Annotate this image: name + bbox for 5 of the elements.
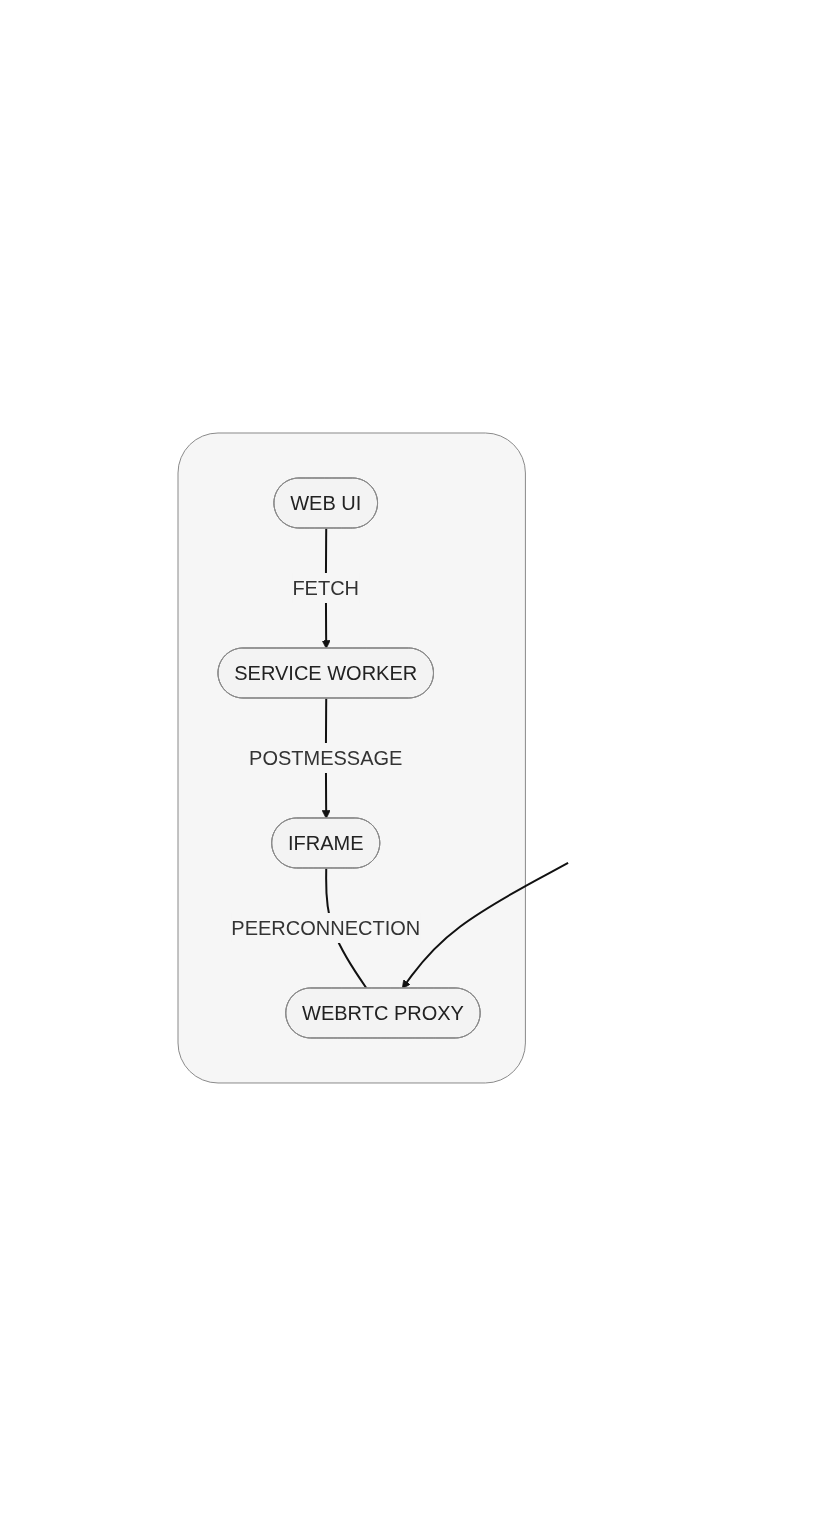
cluster	[177, 432, 526, 1083]
arrow	[401, 861, 569, 989]
edge-label: POSTMESSAGE	[248, 746, 403, 769]
edge-label: FETCH	[292, 576, 359, 599]
edge-label: PEERCONNECTION	[231, 916, 420, 939]
